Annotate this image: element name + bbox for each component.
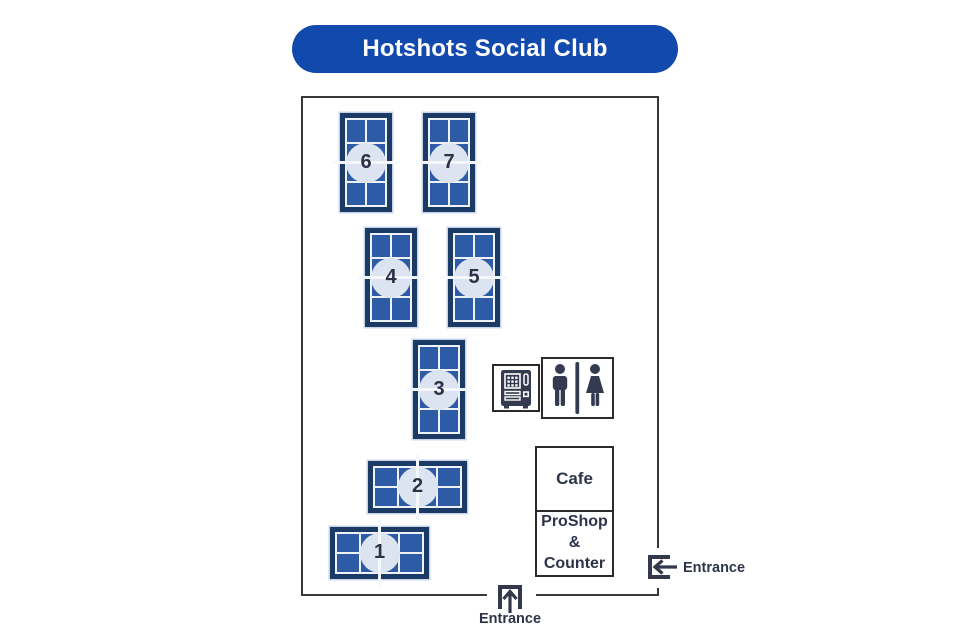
court-3-net-line: [406, 388, 472, 391]
court-6: 6: [333, 113, 399, 212]
court-2-number: 2: [411, 475, 424, 498]
vending-machine-icon: [501, 370, 531, 409]
proshop-line-3: Counter: [543, 554, 606, 572]
court-6-number: 6: [360, 150, 372, 173]
bottom-entrance-label: Entrance: [478, 611, 542, 627]
right-entrance-label: Entrance: [683, 560, 746, 576]
court-7: 7: [416, 113, 482, 212]
restroom-box: [541, 357, 614, 419]
court-3-number: 3: [433, 377, 445, 400]
court-1: 1: [330, 520, 429, 586]
cafe-label: Cafe: [556, 469, 593, 488]
proshop-box: ProShop & Counter: [535, 510, 614, 577]
proshop-line-2: &: [568, 534, 581, 552]
entrance-left-arrow-icon: [648, 555, 677, 579]
court-7-net-line: [416, 161, 482, 164]
restroom-divider: [575, 362, 580, 414]
court-4: 4: [358, 228, 424, 327]
court-4-net-line: [358, 276, 424, 279]
court-2-net-line: [416, 454, 419, 520]
restroom-icon: [552, 362, 604, 414]
court-7-number: 7: [443, 150, 455, 173]
court-3: 3: [406, 340, 472, 439]
right-entrance: [646, 553, 680, 586]
court-6-net-line: [333, 161, 399, 164]
vending-machine-box: [492, 364, 540, 412]
court-5-number: 5: [468, 265, 480, 288]
court-1-net-line: [378, 520, 381, 586]
court-5-net-line: [441, 276, 507, 279]
proshop-label: ProShop & Counter: [541, 512, 608, 574]
court-4-number: 4: [385, 265, 397, 288]
court-5: 5: [441, 228, 507, 327]
entrance-up-arrow-icon: [498, 585, 522, 613]
cafe-box: Cafe: [535, 446, 614, 512]
court-2: 2: [368, 454, 467, 520]
proshop-line-1: ProShop: [541, 513, 608, 531]
man-icon: [552, 364, 568, 406]
court-1-number: 1: [373, 541, 386, 564]
woman-icon: [586, 364, 604, 406]
bottom-entrance: [496, 583, 524, 620]
club-title: Hotshots Social Club: [362, 35, 608, 62]
club-title-banner: Hotshots Social Club: [292, 25, 678, 73]
